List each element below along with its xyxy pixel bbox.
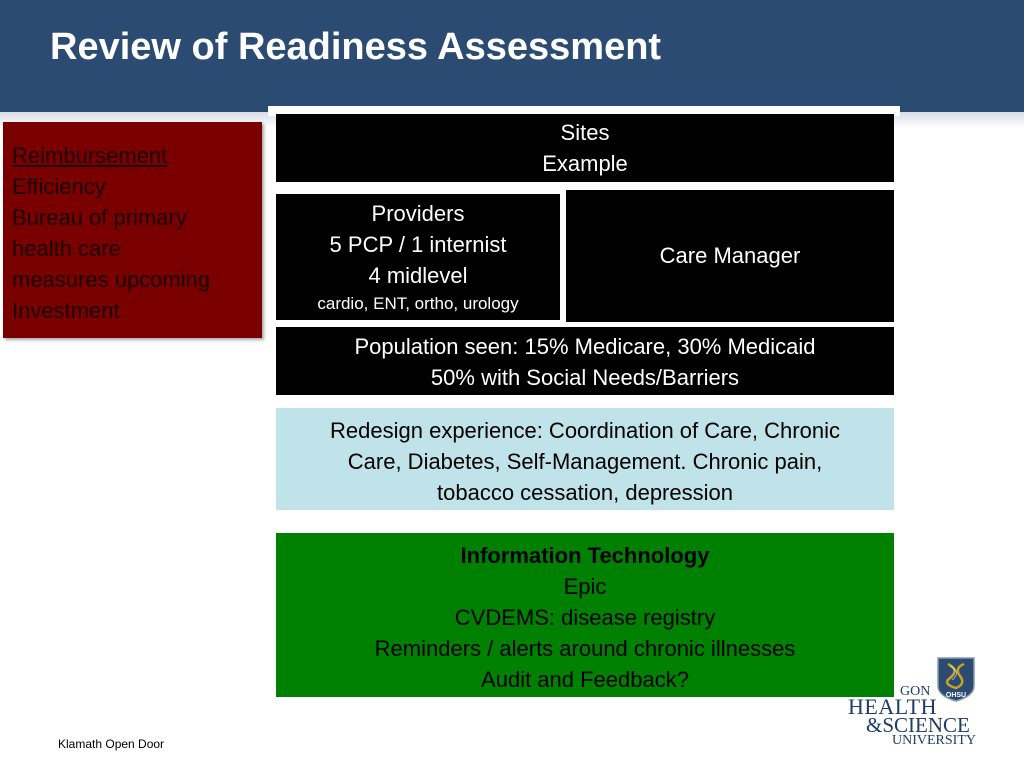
footer-text: Klamath Open Door <box>58 737 165 751</box>
it-heading: Information Technology <box>460 543 710 568</box>
redesign-line-1: Redesign experience: Coordination of Car… <box>330 418 840 443</box>
providers-label: Providers <box>371 201 465 226</box>
care-manager-box: Care Manager <box>566 190 894 322</box>
ohsu-shield-text: OHSU <box>946 692 966 699</box>
redesign-box: Redesign experience: Coordination of Car… <box>276 408 894 510</box>
population-line-2: 50% with Social Needs/Barriers <box>430 365 740 390</box>
logo-line-2: HEALTH <box>848 694 937 719</box>
providers-specialties: cardio, ENT, ortho, urology <box>317 294 519 313</box>
ohsu-logo: OHSU GON HEALTH &SCIENCE UNIVERSITY <box>846 654 980 750</box>
population-box: Population seen: 15% Medicare, 30% Medic… <box>276 327 894 395</box>
it-audit: Audit and Feedback? <box>481 667 689 692</box>
sidebar-line-health-care: health care <box>12 236 121 261</box>
slide-title: Review of Readiness Assessment <box>50 26 662 68</box>
sites-box: Sites Example <box>276 114 894 182</box>
sidebar-line-measures: measures upcoming <box>12 267 211 292</box>
providers-midlevel: 4 midlevel <box>368 263 468 288</box>
logo-line-1: GON <box>900 684 931 699</box>
logo-line-4: UNIVERSITY <box>892 733 976 748</box>
information-technology-box: Information Technology Epic CVDEMS: dise… <box>276 533 894 697</box>
sidebar-line-reimbursement[interactable]: Reimbursement <box>12 143 168 168</box>
slide-header <box>0 0 1024 112</box>
sites-label: Sites <box>560 120 610 145</box>
sidebar-line-investment: Investment <box>12 298 120 323</box>
logo-line-3: &SCIENCE <box>866 713 970 737</box>
redesign-line-2: Care, Diabetes, Self-Management. Chronic… <box>347 449 823 474</box>
providers-box: Providers 5 PCP / 1 internist 4 midlevel… <box>276 194 560 320</box>
it-epic: Epic <box>563 574 607 599</box>
sidebar-line-efficiency: Efficiency <box>12 174 106 199</box>
sidebar-line-bureau: Bureau of primary <box>12 205 187 230</box>
sidebar-box: Reimbursement Efficiency Bureau of prima… <box>3 122 262 338</box>
providers-pcp: 5 PCP / 1 internist <box>329 232 507 257</box>
population-line-1: Population seen: 15% Medicare, 30% Medic… <box>354 334 816 359</box>
it-reminders: Reminders / alerts around chronic illnes… <box>374 636 796 661</box>
content-panel-top <box>268 106 900 116</box>
ohsu-shield-icon: OHSU <box>937 657 975 702</box>
sites-example: Example <box>542 151 628 176</box>
it-cvdems: CVDEMS: disease registry <box>454 605 716 630</box>
care-manager-label: Care Manager <box>659 243 801 268</box>
redesign-line-3: tobacco cessation, depression <box>437 480 733 505</box>
